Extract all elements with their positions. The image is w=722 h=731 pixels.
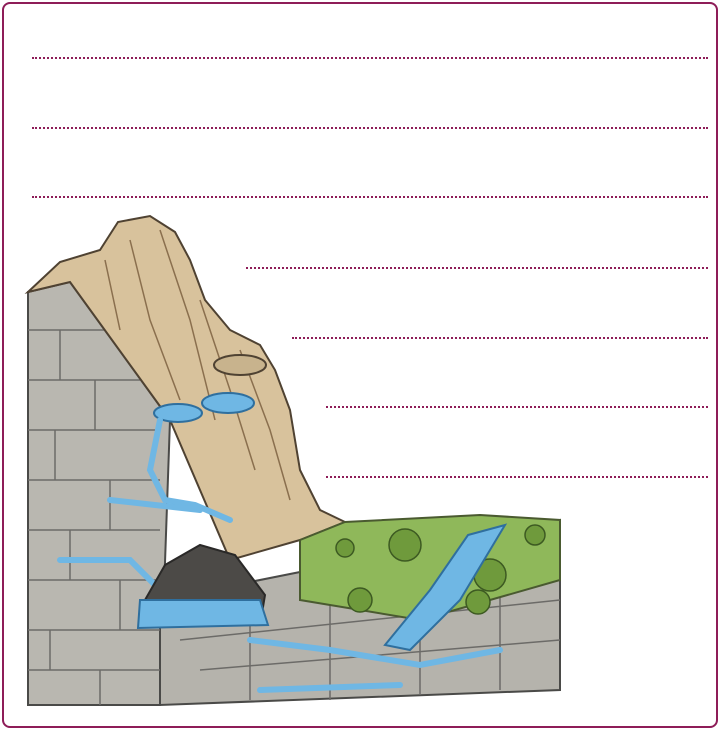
doline-lower: [202, 393, 254, 413]
underground-lake: [138, 600, 268, 628]
doline-upper: [214, 355, 266, 375]
